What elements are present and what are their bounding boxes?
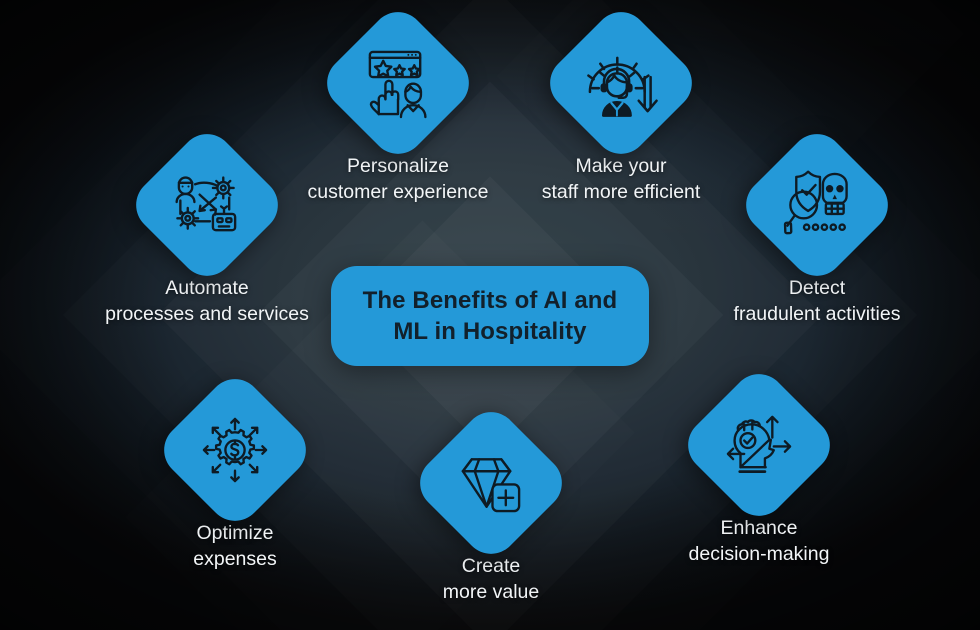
benefit-node-fraud-detection[interactable]: Detect fraudulent activities	[693, 122, 941, 328]
benefit-caption: Create more value	[443, 554, 539, 606]
caption-line-1: Make your	[575, 155, 667, 177]
center-title-line-1: The Benefits of AI and	[362, 286, 618, 314]
benefit-caption: Personalize customer experience	[307, 154, 488, 206]
caption-line-1: Create	[461, 555, 521, 577]
caption-line-2: expenses	[193, 547, 277, 570]
caption-line-2: more value	[442, 580, 540, 603]
person-gears-robot-icon	[170, 168, 244, 242]
head-brain-check-arrows-icon	[722, 408, 796, 482]
benefit-badge	[152, 367, 318, 533]
caption-line-2: fraudulent activities	[733, 302, 901, 325]
caption-line-2: customer experience	[307, 180, 489, 203]
caption-line-1: Automate	[165, 277, 249, 299]
benefit-caption: Detect fraudulent activities	[734, 276, 901, 328]
benefit-caption: Automate processes and services	[105, 276, 309, 328]
benefit-node-personalize[interactable]: Personalize customer experience	[253, 0, 543, 206]
benefit-node-create-value[interactable]: Create more value	[375, 400, 607, 606]
benefit-badge	[315, 0, 481, 166]
diamond-plus-icon	[454, 446, 528, 520]
page-title: The Benefits of AI and ML in Hospitality	[345, 285, 636, 347]
caption-line-2: decision-making	[688, 542, 830, 565]
benefit-badge	[734, 122, 900, 288]
center-title-line-2: ML in Hospitality	[393, 318, 587, 345]
benefit-badge	[538, 0, 704, 166]
dollar-gear-arrows-icon	[198, 413, 272, 487]
benefit-node-automate[interactable]: Automate processes and services	[42, 122, 372, 328]
benefit-node-decision-making[interactable]: Enhance decision-making	[635, 362, 883, 568]
caption-line-1: Enhance	[720, 517, 798, 539]
caption-line-1: Optimize	[196, 522, 274, 544]
benefit-caption: Enhance decision-making	[689, 516, 830, 568]
caption-line-2: staff more efficient	[541, 180, 701, 203]
shield-check-magnifier-skull-icon	[780, 168, 854, 242]
benefit-badge	[676, 362, 842, 528]
benefit-badge	[124, 122, 290, 288]
benefit-badge	[408, 400, 574, 566]
hand-star-rating-person-icon	[361, 46, 435, 120]
benefit-node-optimize-expenses[interactable]: Optimize expenses	[111, 367, 359, 573]
benefit-caption: Make your staff more efficient	[542, 154, 701, 206]
caption-line-1: Personalize	[347, 155, 449, 177]
benefit-node-staff-efficiency[interactable]: Make your staff more efficient	[476, 0, 766, 206]
caption-line-1: Detect	[788, 277, 846, 299]
benefit-caption: Optimize expenses	[193, 521, 276, 573]
gauge-headset-agent-down-arrow-icon	[584, 46, 658, 120]
caption-line-2: processes and services	[105, 302, 309, 325]
center-title-pill: The Benefits of AI and ML in Hospitality	[331, 266, 649, 366]
